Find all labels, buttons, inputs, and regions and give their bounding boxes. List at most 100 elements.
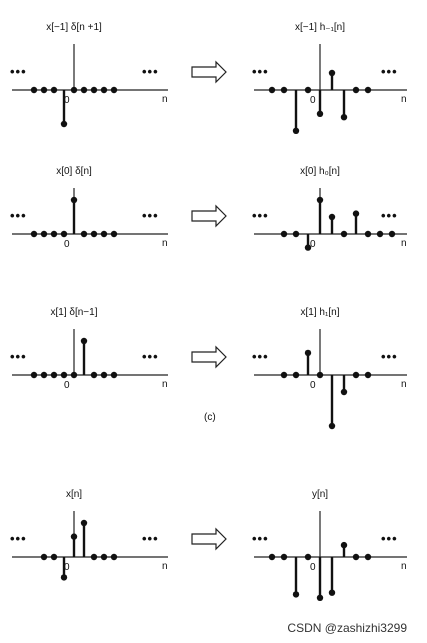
row1-output-origin-label: 0 [310, 95, 316, 106]
row1-input-ellipsis-left: ••• [10, 64, 27, 79]
row4-output-stem-dot [352, 553, 360, 561]
row4-output-stem-dot [364, 553, 372, 561]
row2-input-ellipsis-left: ••• [10, 208, 27, 223]
row4-input-ellipsis-right: ••• [142, 531, 159, 546]
row1-input-stem-dot [60, 120, 68, 128]
row1-input-plot: ••••••n0x[−1] δ[n +1] [10, 22, 168, 128]
row1-input-ellipsis-right: ••• [142, 64, 159, 79]
row4-output-origin-label: 0 [310, 562, 316, 573]
row3-input-ellipsis-left: ••• [10, 349, 27, 364]
row2-output-ellipsis-left: ••• [252, 208, 269, 223]
row3-output-stem-dot [328, 422, 336, 430]
row1-output-stem-dot [340, 114, 348, 121]
row2-output-stem-dot [304, 244, 312, 251]
row1-input-axis-var-label: n [162, 94, 168, 105]
row3-input-origin-label: 0 [64, 380, 70, 391]
row3-output-origin-label: 0 [310, 380, 316, 391]
row3-input-stem-dot [80, 337, 88, 345]
row1-output-stem-dot [328, 69, 336, 77]
row2-output-axis-var-label: n [401, 238, 407, 249]
row4-input-stem-dot [80, 519, 88, 527]
row4-output-stem-dot [292, 591, 300, 598]
row3-output-axis-var-label: n [401, 379, 407, 390]
row1-output-stem-dot [280, 86, 288, 94]
row4-input-stem-dot [40, 553, 48, 561]
row4-output-ellipsis-right: ••• [381, 531, 398, 546]
row4-output-axis-var-label: n [401, 561, 407, 572]
row2-input-plot: ••• ••• n 0 x[0] δ[n] [10, 166, 168, 250]
row3-output-stem-dot [340, 388, 348, 396]
row3-output-stem-dot [292, 371, 300, 379]
row2-input-stem-dot [80, 230, 88, 238]
row3-input-stem-dot [30, 371, 38, 379]
hollow-right-arrow-icon [191, 527, 227, 551]
row1-output-stem-dot [292, 127, 300, 134]
row2-input-ellipsis-right: ••• [142, 208, 159, 223]
row1-input-stem-dot [50, 86, 58, 94]
row1-input-stem-dot [40, 86, 48, 94]
row2-output-origin-label: 0 [310, 239, 316, 250]
row2-input-stem-dot [70, 196, 78, 204]
row1-input-stem-dot [100, 86, 108, 94]
part-label: (c) [204, 412, 216, 423]
row4-output-stem-dot [340, 541, 348, 549]
row1-input-origin-label: 0 [64, 95, 70, 106]
row2-output-stem-dot [280, 230, 288, 238]
row2-input-stem-dot [40, 230, 48, 238]
row1-output-ellipsis-right: ••• [381, 64, 398, 79]
row4-input-ellipsis-left: ••• [10, 531, 27, 546]
row3-output-plot: ••••••n0x[1] h₁[n] [252, 307, 407, 430]
row3-output-stem-dot [316, 371, 324, 379]
row2-input-stem-dot [110, 230, 118, 238]
row3-input-stem-dot [50, 371, 58, 379]
row2-output-stem-dot [328, 213, 336, 221]
row2-input-stem-dot [100, 230, 108, 238]
row2-output-stem-dot [340, 230, 348, 238]
row3-input-axis-var-label: n [162, 379, 168, 390]
row3-output-stem-dot [304, 349, 312, 357]
row2-output-signal-label: x[0] h₀[n] [300, 166, 340, 177]
row4-output-stem-dot [316, 594, 324, 601]
hollow-right-arrow-icon [191, 204, 227, 228]
row2-output-ellipsis-right: ••• [381, 208, 398, 223]
row4-input-stem-dot [100, 553, 108, 561]
row2-input-stem-dot [60, 230, 68, 238]
row4-input-axis-var-label: n [162, 561, 168, 572]
row2-input-origin-label: 0 [64, 239, 70, 250]
row4-input-stem-dot [70, 533, 78, 540]
row2-input-stem-dot [50, 230, 58, 238]
row4-output-stem-dot [280, 553, 288, 561]
row2-output-stem-dot [388, 230, 396, 238]
row1-input-stem-dot [70, 86, 78, 94]
row3-input-stem-dot [70, 371, 78, 379]
row1-input-stem-dot [30, 86, 38, 94]
row2-output-stem-dot [364, 230, 372, 238]
row3-input-stem-dot [60, 371, 68, 379]
row1-output-signal-label: x[−1] h₋₁[n] [295, 22, 345, 33]
panels: ••••••n0x[−1] δ[n +1]••••••n0x[−1] h₋₁[n… [10, 22, 407, 601]
row1-input-stem-dot [110, 86, 118, 94]
row2-input-signal-label: x[0] δ[n] [56, 166, 92, 177]
row3-input-stem-dot [100, 371, 108, 379]
row2-output-stem-dot [292, 230, 300, 238]
row2-input-stem-dot [30, 230, 38, 238]
row3-output-signal-label: x[1] h₁[n] [301, 307, 340, 318]
row1-output-axis-var-label: n [401, 94, 407, 105]
row3-input-signal-label: x[1] δ[n−1] [51, 307, 98, 318]
row3-input-ellipsis-right: ••• [142, 349, 159, 364]
row2-input-stem-dot [90, 230, 98, 238]
row1-output-stem-dot [316, 110, 324, 118]
row4-input-plot: ••••••n0x[n] [10, 489, 168, 581]
row4-input-stem-dot [110, 553, 118, 561]
row1-output-stem-dot [268, 86, 276, 94]
hollow-right-arrow-icon [191, 345, 227, 369]
row3-input-stem-dot [90, 371, 98, 379]
row1-input-stem-dot [90, 86, 98, 94]
row2-output-stem-dot [316, 196, 324, 204]
hollow-right-arrow-icon [191, 60, 227, 84]
row4-output-stem-dot [304, 553, 312, 561]
row2-input-axis-var-label: n [162, 238, 168, 249]
row1-output-stem-dot [364, 86, 372, 94]
row1-output-stem-dot [304, 86, 312, 94]
